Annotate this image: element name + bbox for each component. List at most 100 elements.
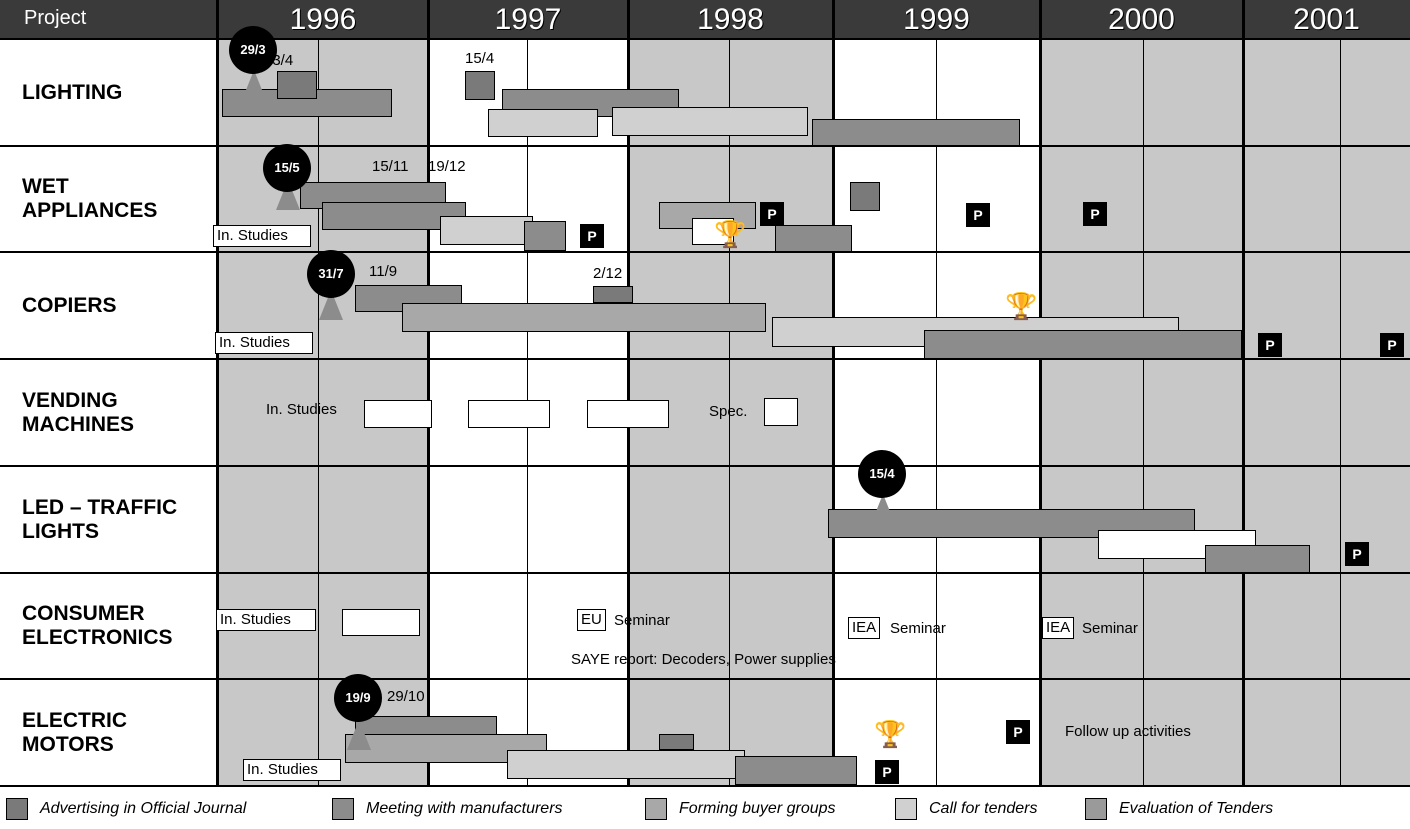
task-bar xyxy=(924,330,1242,359)
task-bar xyxy=(587,400,669,428)
legend-swatch xyxy=(6,798,28,820)
task-bar xyxy=(659,734,694,750)
task-bar xyxy=(1205,545,1310,573)
task-bar xyxy=(277,71,317,99)
in-studies-box: In. Studies xyxy=(213,225,311,247)
row-label-lighting: LIGHTING xyxy=(22,80,123,104)
in-studies-label: In. Studies xyxy=(266,401,337,418)
task-bar xyxy=(812,119,1020,146)
seminar-label: Seminar xyxy=(614,612,670,629)
legend-swatch xyxy=(332,798,354,820)
legend-swatch xyxy=(1085,798,1107,820)
legend-swatch xyxy=(895,798,917,820)
grid-line-half xyxy=(729,38,730,786)
trophy-icon: 🏆 xyxy=(1005,291,1038,321)
task-bar xyxy=(764,398,798,426)
iea-box: IEA xyxy=(1042,617,1075,639)
saye-report-label: SAYE report: Decoders, Power supplies xyxy=(571,651,836,668)
milestone-circle: 15/5 xyxy=(263,144,311,192)
legend-label: Forming buyer groups xyxy=(679,800,836,817)
year-header-2001: 2001 xyxy=(1293,3,1360,36)
milestone-circle: 31/7 xyxy=(307,250,355,298)
legend-label: Advertising in Official Journal xyxy=(40,800,247,817)
legend-item: Forming buyer groups xyxy=(645,798,836,820)
row-label-copiers: COPIERS xyxy=(22,293,117,317)
p-badge: P xyxy=(1006,720,1030,744)
date-label: 19/12 xyxy=(428,158,466,175)
row-line xyxy=(0,572,1410,574)
p-badge: P xyxy=(1258,333,1282,357)
p-badge: P xyxy=(760,202,784,226)
task-bar xyxy=(612,107,808,136)
task-bar xyxy=(850,182,880,211)
task-bar xyxy=(593,286,633,303)
year-header-2000: 2000 xyxy=(1108,3,1175,36)
seminar-label: Seminar xyxy=(890,620,946,637)
date-label: 15/11 xyxy=(372,158,409,175)
grid-line xyxy=(627,0,630,786)
task-bar xyxy=(440,216,533,245)
header-bar xyxy=(0,0,1410,38)
legend-label: Call for tenders xyxy=(929,800,1038,817)
legend-item: Call for tenders xyxy=(895,798,1038,820)
spec-label: Spec. xyxy=(709,403,748,420)
p-badge: P xyxy=(1345,542,1369,566)
milestone-marker xyxy=(347,720,371,750)
grid-line-half xyxy=(318,38,319,786)
legend-swatch xyxy=(645,798,667,820)
p-badge: P xyxy=(966,203,990,227)
grid-line-half xyxy=(1143,38,1144,786)
date-label: 23/4 xyxy=(264,52,294,69)
legend-label: Evaluation of Tenders xyxy=(1119,800,1274,817)
eu-box: EU xyxy=(577,609,606,631)
milestone-circle: 29/3 xyxy=(229,26,277,74)
p-badge: P xyxy=(1380,333,1404,357)
task-bar xyxy=(507,750,745,779)
in-studies-box: In. Studies xyxy=(243,759,341,781)
row-line xyxy=(0,678,1410,680)
task-bar xyxy=(465,71,495,100)
p-badge: P xyxy=(1083,202,1107,226)
row-line xyxy=(0,251,1410,253)
task-bar xyxy=(692,218,734,245)
year-header-1998: 1998 xyxy=(697,3,764,36)
year-column-2001 xyxy=(1243,38,1410,786)
follow-up-label: Follow up activities xyxy=(1065,723,1191,740)
grid-line-half xyxy=(1340,38,1341,786)
task-bar xyxy=(524,221,566,251)
milestone-circle: 15/4 xyxy=(858,450,906,498)
year-header-1999: 1999 xyxy=(903,3,970,36)
grid-line xyxy=(1242,0,1245,786)
milestone-circle: 19/9 xyxy=(334,674,382,722)
in-studies-box: In. Studies xyxy=(216,609,316,631)
row-line xyxy=(0,145,1410,147)
milestone-marker xyxy=(871,494,895,524)
milestone-marker xyxy=(242,70,266,100)
row-line xyxy=(0,465,1410,467)
legend-item: Meeting with manufacturers xyxy=(332,798,563,820)
grid-line xyxy=(216,0,219,786)
year-header-1996: 1996 xyxy=(289,3,357,36)
iea-box: IEA xyxy=(848,617,881,639)
grid-line xyxy=(832,0,835,786)
task-bar xyxy=(775,225,852,252)
task-bar xyxy=(735,756,857,785)
date-label: 11/9 xyxy=(369,263,398,280)
task-bar xyxy=(488,109,598,137)
project-header-label: Project xyxy=(24,7,87,29)
row-line xyxy=(0,785,1410,787)
date-label: 2/12 xyxy=(593,265,623,282)
task-bar xyxy=(402,303,766,332)
year-header-1997: 1997 xyxy=(494,3,562,36)
legend: Advertising in Official Journal Meeting … xyxy=(0,794,1410,826)
year-column-2000 xyxy=(1040,38,1243,786)
date-label: 15/4 xyxy=(465,50,495,67)
seminar-label: Seminar xyxy=(1082,620,1138,637)
task-bar xyxy=(364,400,432,428)
in-studies-box: In. Studies xyxy=(215,332,313,354)
